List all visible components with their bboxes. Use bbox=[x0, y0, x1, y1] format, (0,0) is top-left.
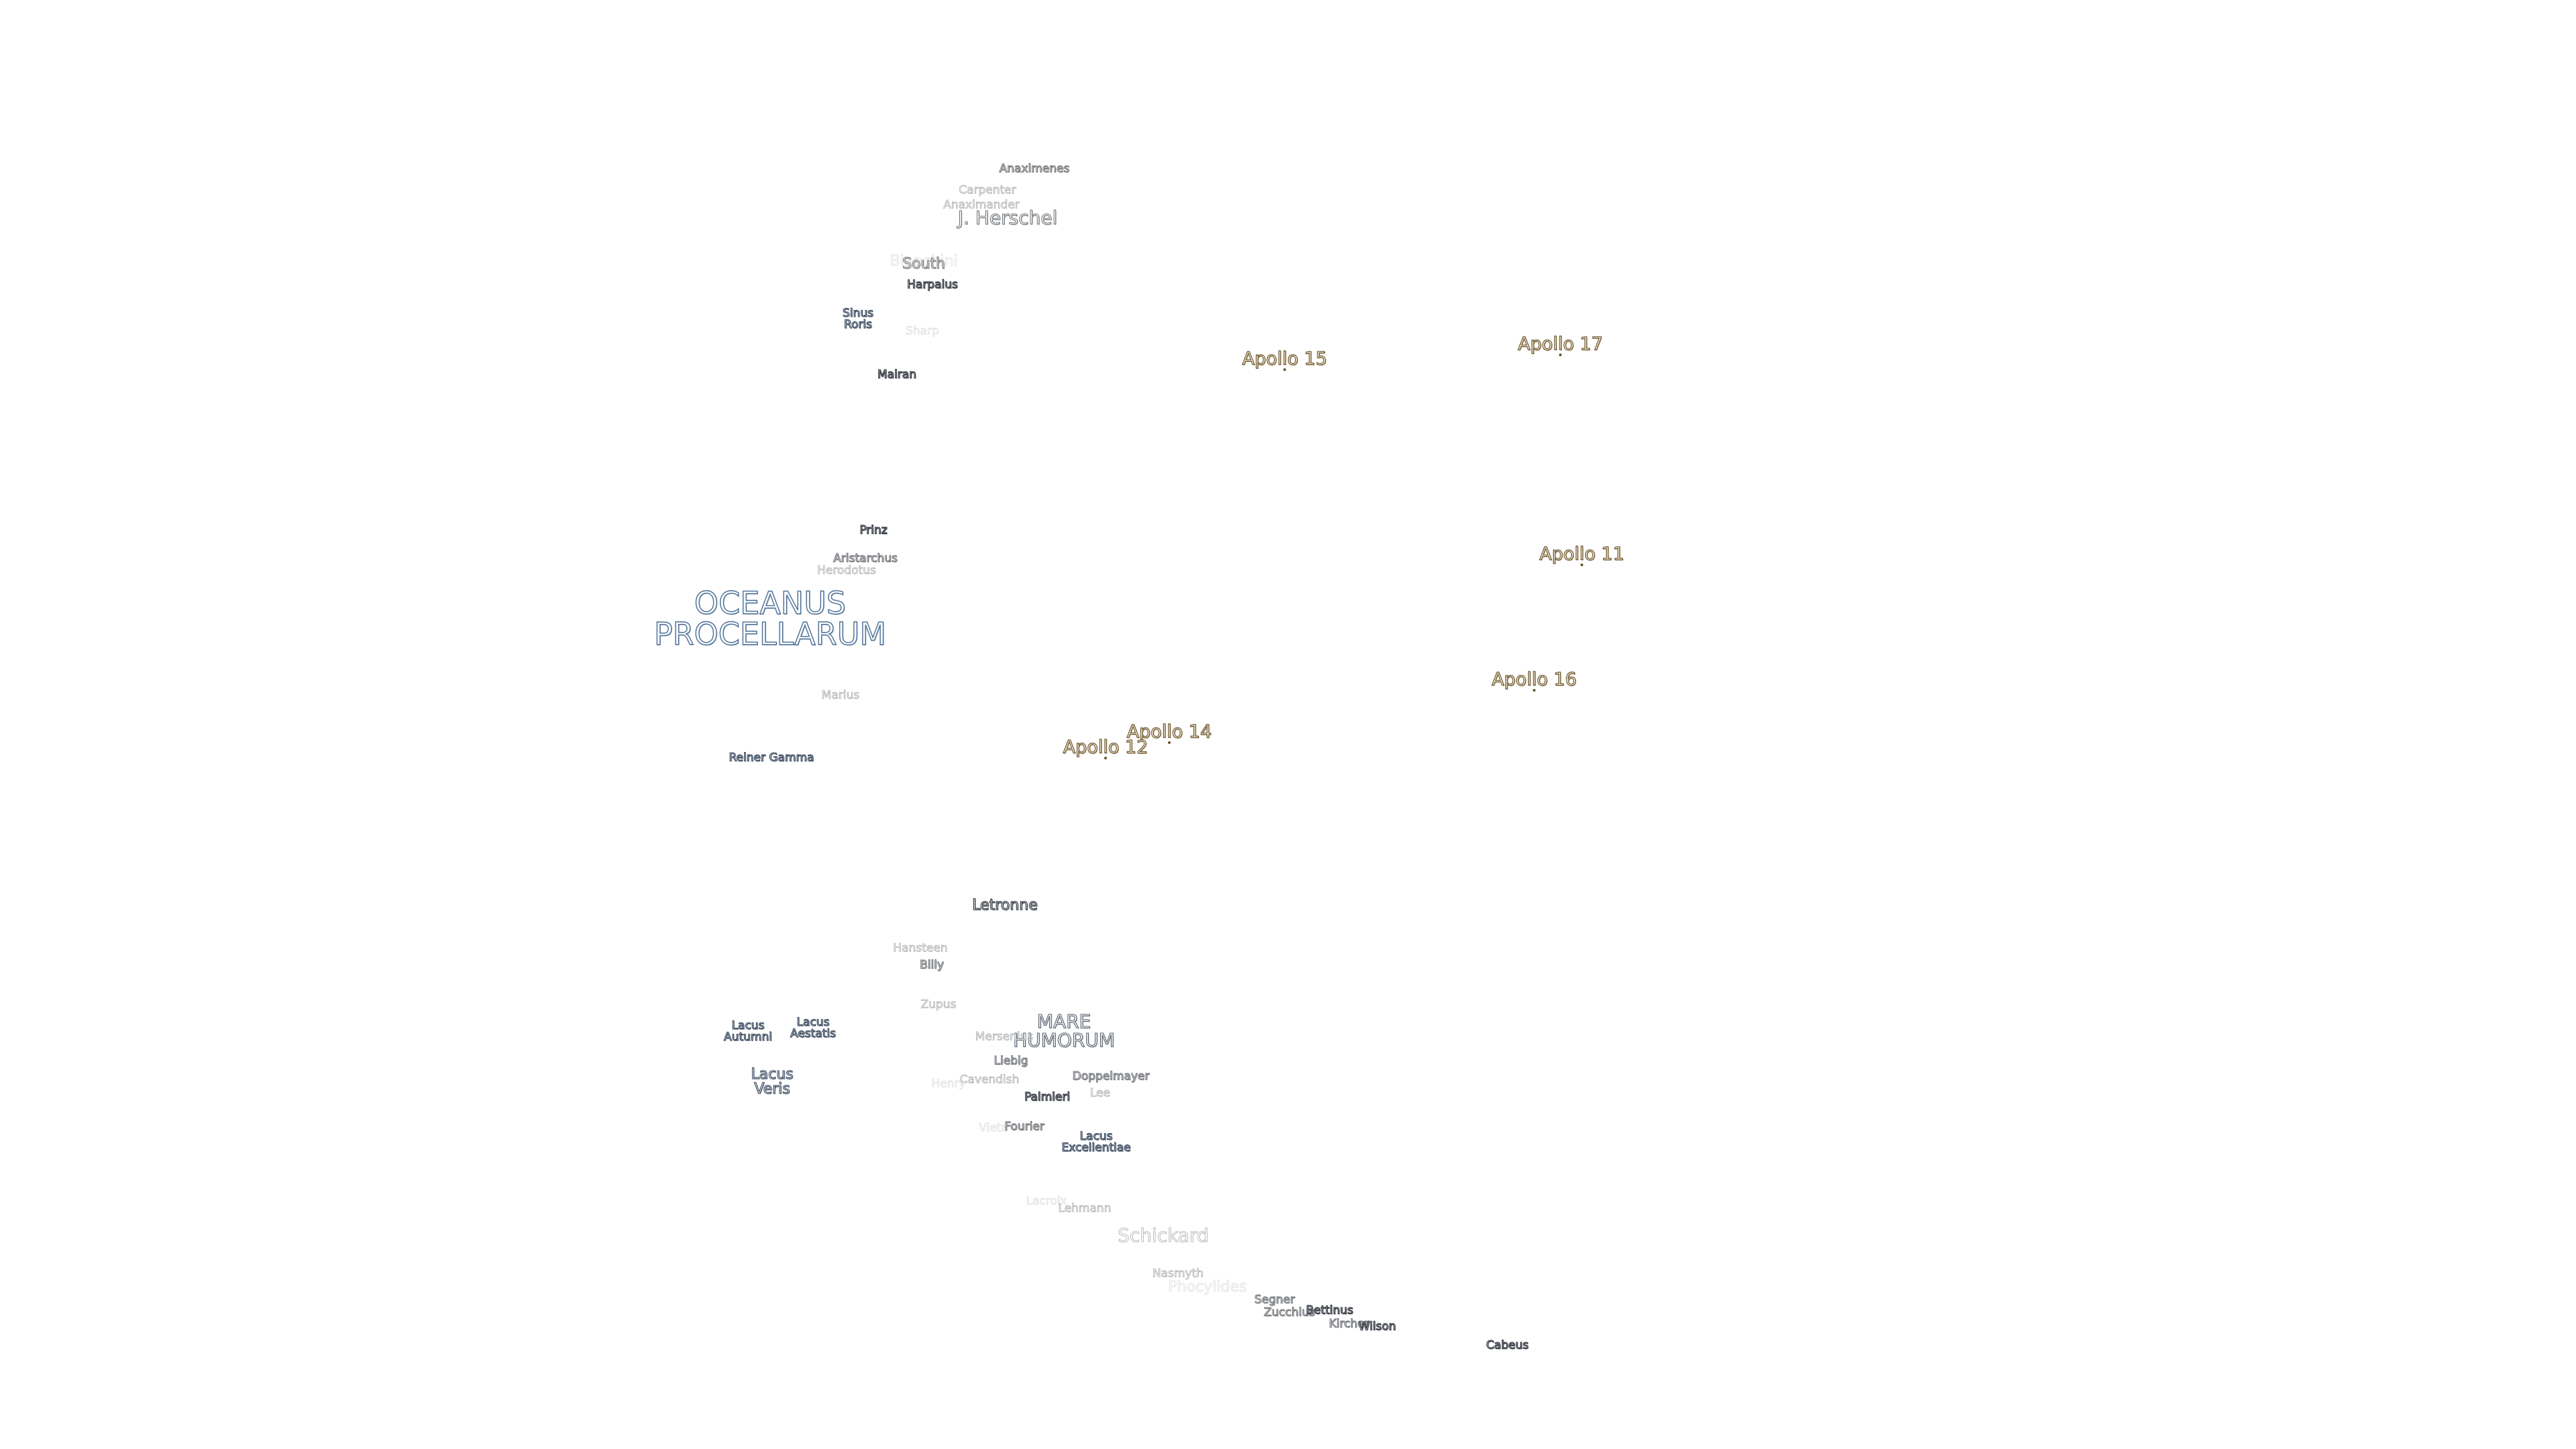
label-doppelmayer: Doppelmayer bbox=[1072, 1069, 1150, 1083]
label-prinz: Prinz bbox=[859, 523, 888, 537]
label-cavendish: Cavendish bbox=[959, 1073, 1020, 1087]
label-kircher: Kircher bbox=[1328, 1317, 1370, 1331]
label-j-herschel: J. Herschel bbox=[957, 207, 1058, 229]
label-lacus-aestatis: Lacus Aestatis bbox=[790, 1016, 836, 1040]
label-palmieri: Palmieri bbox=[1024, 1090, 1071, 1104]
label-phocylides: Phocylides bbox=[1168, 1279, 1247, 1295]
label-segner: Segner bbox=[1254, 1293, 1295, 1307]
label-apollo-15: Apollo 15 bbox=[1242, 348, 1328, 370]
label-zupus: Zupus bbox=[920, 998, 957, 1012]
label-sinus-roris: Sinus Roris bbox=[842, 307, 873, 331]
label-lacus-veris: Lacus Veris bbox=[751, 1066, 794, 1097]
label-mare-humorum: MARE HUMORUM bbox=[1013, 1010, 1116, 1051]
apollo-12-site-marker bbox=[1104, 757, 1107, 759]
label-nasmyth: Nasmyth bbox=[1152, 1267, 1204, 1281]
apollo-11-site-marker bbox=[1580, 564, 1583, 566]
label-bianchini: Bianchini bbox=[890, 253, 958, 270]
label-anaximenes: Anaximenes bbox=[999, 162, 1070, 176]
label-cabeus: Cabeus bbox=[1486, 1338, 1529, 1352]
label-zucchius: Zucchius bbox=[1263, 1305, 1316, 1320]
label-apollo-16: Apollo 16 bbox=[1491, 669, 1577, 690]
apollo-14-site-marker bbox=[1168, 741, 1171, 744]
label-harpalus: Harpalus bbox=[907, 278, 959, 292]
label-letronne: Letronne bbox=[972, 897, 1038, 914]
label-liebig: Liebig bbox=[994, 1054, 1028, 1068]
apollo-17-site-marker bbox=[1559, 354, 1562, 356]
label-aristarchus: Aristarchus bbox=[833, 551, 898, 566]
label-apollo-17: Apollo 17 bbox=[1517, 333, 1603, 355]
label-hansteen: Hansteen bbox=[893, 941, 948, 955]
label-marius: Marius bbox=[821, 688, 860, 702]
label-mairan: Mairan bbox=[877, 368, 916, 382]
label-lehmann: Lehmann bbox=[1058, 1201, 1112, 1216]
apollo-15-site-marker bbox=[1283, 368, 1286, 371]
apollo-16-site-marker bbox=[1533, 689, 1536, 692]
label-bettinus: Bettinus bbox=[1305, 1303, 1354, 1318]
label-oceanus-procellarum: OCEANUS PROCELLARUM bbox=[653, 585, 887, 652]
label-mersenius: Mersenius bbox=[975, 1030, 1034, 1044]
label-apollo-12: Apollo 12 bbox=[1063, 737, 1148, 758]
label-billy: Billy bbox=[920, 958, 945, 972]
label-apollo-14: Apollo 14 bbox=[1126, 721, 1212, 743]
label-reiner-gamma: Reiner Gamma bbox=[729, 751, 814, 765]
label-fourier: Fourier bbox=[1004, 1120, 1045, 1134]
label-schickard: Schickard bbox=[1118, 1224, 1210, 1246]
label-wilson: Wilson bbox=[1358, 1320, 1396, 1334]
label-carpenter: Carpenter bbox=[959, 183, 1016, 197]
label-lacroix: Lacroix bbox=[1026, 1194, 1067, 1208]
label-herodotus: Herodotus bbox=[817, 564, 877, 578]
label-apollo-11: Apollo 11 bbox=[1539, 543, 1625, 565]
label-anaximander: Anaximander bbox=[943, 198, 1020, 212]
label-henry: Henry bbox=[931, 1077, 966, 1091]
label-sharp: Sharp bbox=[906, 324, 939, 338]
label-lacus-autumni: Lacus Autumni bbox=[723, 1019, 772, 1044]
label-vieta: Vieta bbox=[979, 1121, 1008, 1135]
label-lacus-excellentiae: Lacus Excellentiae bbox=[1061, 1130, 1131, 1155]
label-lee: Lee bbox=[1089, 1086, 1111, 1100]
label-south: South bbox=[902, 256, 946, 272]
